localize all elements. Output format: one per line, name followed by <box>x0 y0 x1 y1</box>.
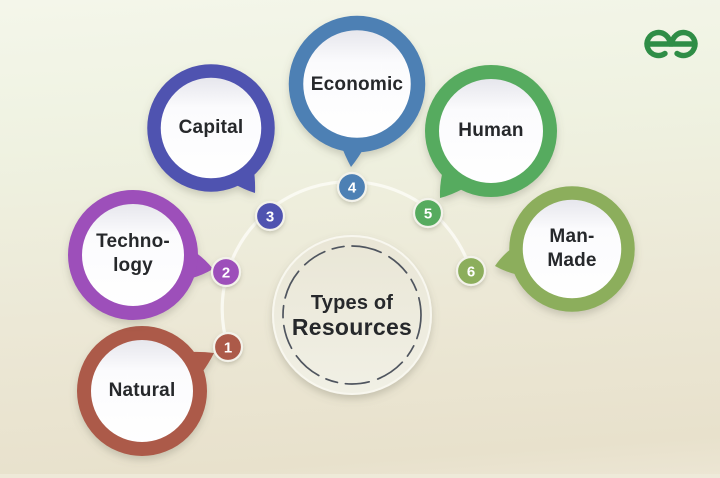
badge-1-circle <box>212 331 244 363</box>
label-capital: Capital <box>179 116 244 140</box>
label-man-made: Man- Made <box>547 225 596 273</box>
badge-2-number: 2 <box>222 265 230 282</box>
badge-5-number: 5 <box>424 206 432 223</box>
label-economic: Economic <box>311 73 403 97</box>
bubble-natural <box>77 326 214 456</box>
bubble-economic-ring <box>288 15 426 153</box>
badge-4: 4 <box>336 171 368 203</box>
bubble-man-made-ring <box>509 186 635 312</box>
badge-3-circle <box>254 200 286 232</box>
badge-4-number: 4 <box>348 180 357 197</box>
bubble-human-ring <box>425 65 557 197</box>
bottom-edge-highlight <box>0 474 720 478</box>
label-man-made-line1: Man- <box>549 226 595 247</box>
label-technology-line1: Techno- <box>96 231 170 252</box>
label-natural-line1: Natural <box>108 380 176 401</box>
badge-3-number: 3 <box>266 209 274 226</box>
label-human: Human <box>458 119 523 143</box>
logo-right-g <box>669 29 698 59</box>
bubble-technology-ring <box>68 190 198 320</box>
badge-1-number: 1 <box>224 340 232 357</box>
center-title: Types of Resources <box>292 291 412 339</box>
bubble-man-made <box>495 186 635 312</box>
logo-left-g <box>644 29 673 59</box>
label-natural: Natural <box>109 379 176 403</box>
label-technology: Techno- logy <box>96 230 170 278</box>
badge-4-circle <box>336 171 368 203</box>
badge-3: 3 <box>254 200 286 232</box>
badge-2: 2 <box>210 256 242 288</box>
geeksforgeeks-logo-icon <box>644 29 698 59</box>
label-capital-line1: Capital <box>178 117 244 138</box>
badge-5-circle <box>412 197 444 229</box>
badge-6-number: 6 <box>467 264 475 281</box>
badge-5: 5 <box>412 197 444 229</box>
bubble-economic <box>288 15 426 167</box>
bubble-capital-ring <box>147 64 275 192</box>
number-badges: 1 2 3 4 5 6 <box>210 171 487 363</box>
badge-6-circle <box>455 255 487 287</box>
badge-1: 1 <box>212 331 244 363</box>
center-circle-body <box>272 235 432 395</box>
label-man-made-line2: Made <box>547 250 597 271</box>
bubble-technology <box>68 190 213 320</box>
badge-6: 6 <box>455 255 487 287</box>
center-title-line2: Resources <box>291 314 413 340</box>
center-title-line1: Types of <box>310 292 394 314</box>
label-human-line1: Human <box>458 120 524 141</box>
bubble-capital <box>147 64 275 193</box>
bubble-natural-ring <box>77 326 207 456</box>
center-circle <box>272 235 432 395</box>
bubble-human <box>425 65 557 198</box>
label-economic-line1: Economic <box>310 74 404 95</box>
badge-2-circle <box>210 256 242 288</box>
center-circle-dashed-ring <box>282 245 422 385</box>
label-technology-line2: logy <box>113 255 153 276</box>
